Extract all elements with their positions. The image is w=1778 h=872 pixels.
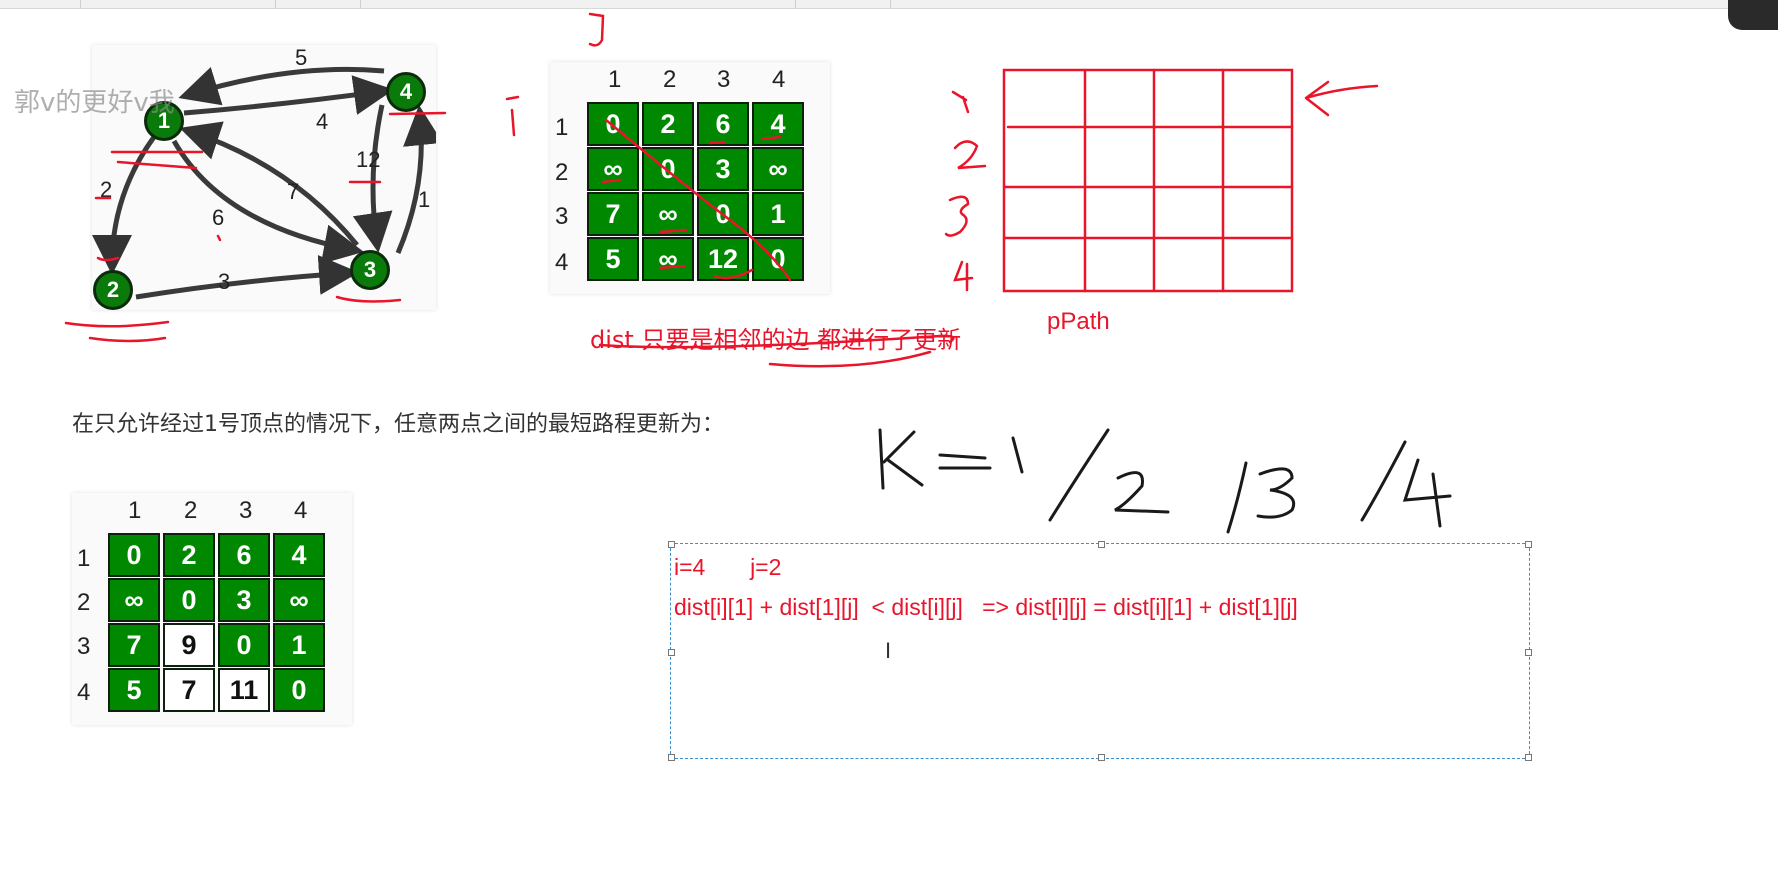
graph-node-2: 2	[93, 270, 133, 310]
updated-cell-changed: 9	[163, 623, 215, 667]
col-header: 1	[608, 66, 622, 93]
dist-cell: 6	[697, 102, 749, 146]
row-header: 3	[77, 633, 91, 660]
edge-weight-label: 12	[356, 147, 381, 172]
col-header: 2	[663, 66, 677, 93]
dist-cell: ∞	[642, 237, 694, 281]
resize-handle[interactable]	[1525, 649, 1532, 656]
textbox-line-formula[interactable]: dist[i][1] + dist[1][j] < dist[i][j] => …	[674, 594, 1298, 620]
updated-cell: 0	[108, 533, 160, 577]
dist-cell: 0	[587, 102, 639, 146]
row-header: 1	[555, 114, 569, 141]
resize-handle[interactable]	[1098, 541, 1105, 548]
updated-cell: 5	[108, 668, 160, 712]
col-header: 4	[772, 66, 786, 93]
top-toolbar-strip	[0, 0, 1778, 9]
updated-cell: 6	[218, 533, 270, 577]
toolbar-tab[interactable]	[795, 0, 891, 8]
resize-handle[interactable]	[1525, 541, 1532, 548]
dist-cell: 0	[752, 237, 804, 281]
dist-cell: ∞	[642, 192, 694, 236]
graph-node-4: 4	[386, 72, 426, 112]
row-header: 1	[77, 545, 91, 572]
col-header: 4	[294, 497, 308, 524]
dist-cell: 1	[752, 192, 804, 236]
edge-weight-label: 4	[316, 109, 329, 134]
resize-handle[interactable]	[668, 649, 675, 656]
handwritten-k-iterations	[878, 428, 1452, 534]
edge-weight-label: 2	[100, 177, 113, 202]
updated-cell: 3	[218, 578, 270, 622]
updated-cell: ∞	[108, 578, 160, 622]
ppath-label: pPath	[1047, 308, 1110, 335]
updated-cell: 0	[163, 578, 215, 622]
dist-cell: 0	[642, 147, 694, 191]
edge-1-to-2	[92, 135, 157, 275]
edge-1-to-4	[183, 75, 394, 116]
textbox-line-indices[interactable]: i=4 j=2	[674, 554, 782, 580]
edge-weight-label: 1	[418, 187, 431, 212]
col-header: 2	[184, 497, 198, 524]
row-header: 3	[555, 203, 569, 230]
dist-cell: 12	[697, 237, 749, 281]
edge-weight-label: 7	[287, 179, 300, 204]
resize-handle[interactable]	[1098, 754, 1105, 761]
dist-caption: dist 只要是相邻的边 都进行了更新	[590, 326, 962, 354]
edge-2-to-3	[135, 255, 359, 300]
edge-weight-label: 3	[218, 269, 231, 294]
dist-cell: 2	[642, 102, 694, 146]
updated-cell: 0	[218, 623, 270, 667]
updated-cell-changed: 11	[218, 668, 270, 712]
webcam-overlay	[1728, 0, 1778, 30]
updated-cell: 4	[273, 533, 325, 577]
dist-table: 1 2 3 4 1 2 3 4 0 2 6 4 ∞ 0 3 ∞ 7 ∞ 0 1 …	[550, 62, 830, 294]
resize-handle[interactable]	[668, 541, 675, 548]
edge-4-to-1	[178, 66, 385, 106]
toolbar-tab[interactable]	[275, 0, 361, 8]
updated-cell: ∞	[273, 578, 325, 622]
toolbar-tab[interactable]	[80, 0, 276, 8]
col-header: 3	[717, 66, 731, 93]
toolbar-tab[interactable]	[0, 0, 81, 8]
updated-cell: 7	[108, 623, 160, 667]
dist-cell: 0	[697, 192, 749, 236]
dist-cell: 4	[752, 102, 804, 146]
row-header: 2	[77, 589, 91, 616]
dist-cell: 3	[697, 147, 749, 191]
edge-weight-label: 5	[295, 45, 308, 70]
col-header: 1	[128, 497, 142, 524]
watermark-text: 郭v的更好v我	[14, 88, 175, 118]
dist-cell: ∞	[752, 147, 804, 191]
dist-cell: 5	[587, 237, 639, 281]
updated-cell: 1	[273, 623, 325, 667]
updated-cell: 0	[273, 668, 325, 712]
updated-cell-changed: 7	[163, 668, 215, 712]
toolbar-tab[interactable]	[360, 0, 796, 8]
dist-cell: 7	[587, 192, 639, 236]
edge-4-to-3	[352, 104, 393, 253]
resize-handle[interactable]	[668, 754, 675, 761]
edge-weight-label: 6	[212, 205, 225, 230]
description-text: 在只允许经过1号顶点的情况下，任意两点之间的最短路程更新为：	[72, 412, 724, 437]
row-header: 4	[77, 679, 91, 706]
edge-3-to-4	[395, 105, 443, 254]
text-cursor-icon: I	[885, 638, 892, 663]
row-header: 2	[555, 159, 569, 186]
graph-node-3: 3	[350, 250, 390, 290]
resize-handle[interactable]	[1525, 754, 1532, 761]
updated-dist-table: 1 2 3 4 1 2 3 4 0 2 6 4 ∞ 0 3 ∞ 7 9 0 1 …	[72, 493, 352, 725]
graph-node-1: 1	[144, 101, 184, 141]
row-header: 4	[555, 249, 569, 276]
edge-1-to-3	[171, 139, 364, 265]
ppath-grid-outline	[1002, 68, 1294, 293]
col-header: 3	[239, 497, 253, 524]
updated-cell: 2	[163, 533, 215, 577]
selected-text-box[interactable]: i=4 j=2 dist[i][1] + dist[1][j] < dist[i…	[668, 541, 1532, 761]
dist-cell: ∞	[587, 147, 639, 191]
